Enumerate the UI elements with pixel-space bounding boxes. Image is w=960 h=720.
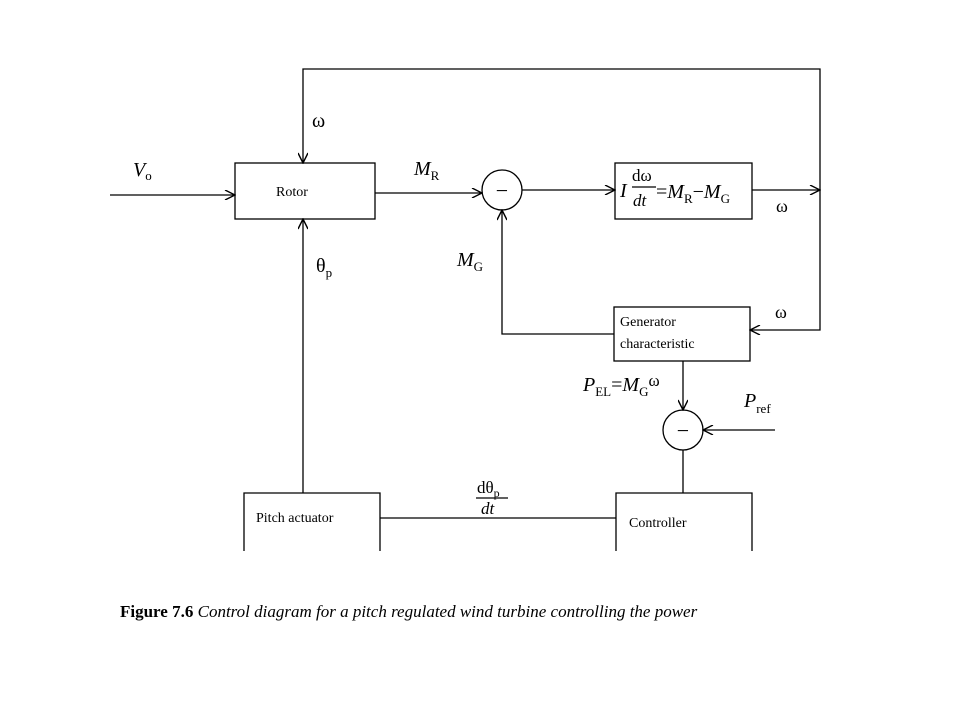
dynamics-equation: I dω dt =MR−MG [619, 166, 730, 210]
omega-label-top: ω [312, 110, 325, 132]
omega-label-output: ω [776, 196, 788, 216]
rotor-torque-label: MR [413, 158, 440, 183]
figure-caption: Figure 7.6 Control diagram for a pitch r… [120, 602, 697, 622]
summing-sign-torque: − [496, 178, 508, 203]
generator-torque-arrow [502, 210, 614, 335]
caption-text: Control diagram for a pitch regulated wi… [197, 602, 698, 621]
wind-speed-label: Vo [133, 159, 152, 183]
generator-torque-label: MG [456, 249, 483, 274]
controller-label: Controller [629, 516, 687, 531]
svg-text:dt: dt [481, 499, 496, 518]
svg-text:dt: dt [633, 191, 648, 210]
reference-power-label: Pref [743, 390, 771, 416]
omega-feedback-top [303, 68, 821, 190]
svg-text:=MR−MG: =MR−MG [656, 181, 730, 206]
svg-text:dω: dω [632, 166, 652, 185]
summing-sign-power: − [677, 418, 689, 443]
generator-label-line1: Generator [620, 315, 676, 330]
caption-label: Figure 7.6 [120, 602, 194, 621]
controller-block [615, 492, 753, 551]
svg-text:dθp: dθp [477, 478, 500, 500]
pitch-angle-label: θp [316, 255, 332, 280]
pitch-actuator-block [243, 492, 381, 551]
electrical-power-label: PEL=MGω [582, 371, 660, 399]
rotor-block [234, 162, 376, 220]
rotor-label: Rotor [276, 185, 308, 200]
dynamics-block [614, 162, 753, 220]
svg-text:I: I [619, 180, 628, 202]
pitch-actuator-label: Pitch actuator [256, 511, 334, 526]
pitch-rate-label: dθp dt [476, 478, 508, 518]
omega-feedback-generator [750, 190, 821, 330]
omega-label-generator: ω [775, 302, 787, 322]
generator-label-line2: characteristic [620, 337, 695, 352]
